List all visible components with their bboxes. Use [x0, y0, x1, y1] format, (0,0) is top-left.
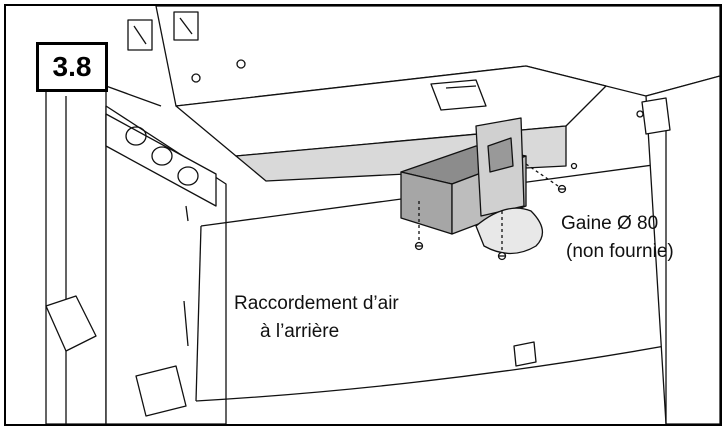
hole-2: [151, 146, 173, 166]
appliance-illustration: [45, 6, 720, 424]
hole-3: [177, 166, 199, 186]
small-tab: [513, 341, 537, 367]
right-bracket: [641, 97, 671, 135]
step-number-badge: 3.8: [36, 42, 108, 92]
diagram-frame: 3.8 Gaine Ø 80 (non fournie) Raccordemen…: [4, 4, 722, 426]
slot-opening: [430, 79, 487, 111]
air-connection-label-line2: à l’arrière: [260, 321, 340, 342]
screw-middle: [497, 251, 507, 261]
screw-left: [414, 241, 424, 251]
duct-label-line2: (non fournie): [566, 241, 674, 262]
right-column: [645, 75, 720, 424]
left-foot: [45, 295, 97, 352]
hole-1: [125, 126, 147, 146]
hole-rail: [105, 113, 217, 207]
screw-right: [557, 184, 567, 194]
duct-label-line1: Gaine Ø 80: [561, 213, 659, 234]
duct-pipe: [475, 207, 543, 255]
left-column: [45, 85, 107, 424]
air-connection-label-line1: Raccordement d’air: [234, 293, 399, 314]
upper-shelf: [175, 65, 607, 157]
